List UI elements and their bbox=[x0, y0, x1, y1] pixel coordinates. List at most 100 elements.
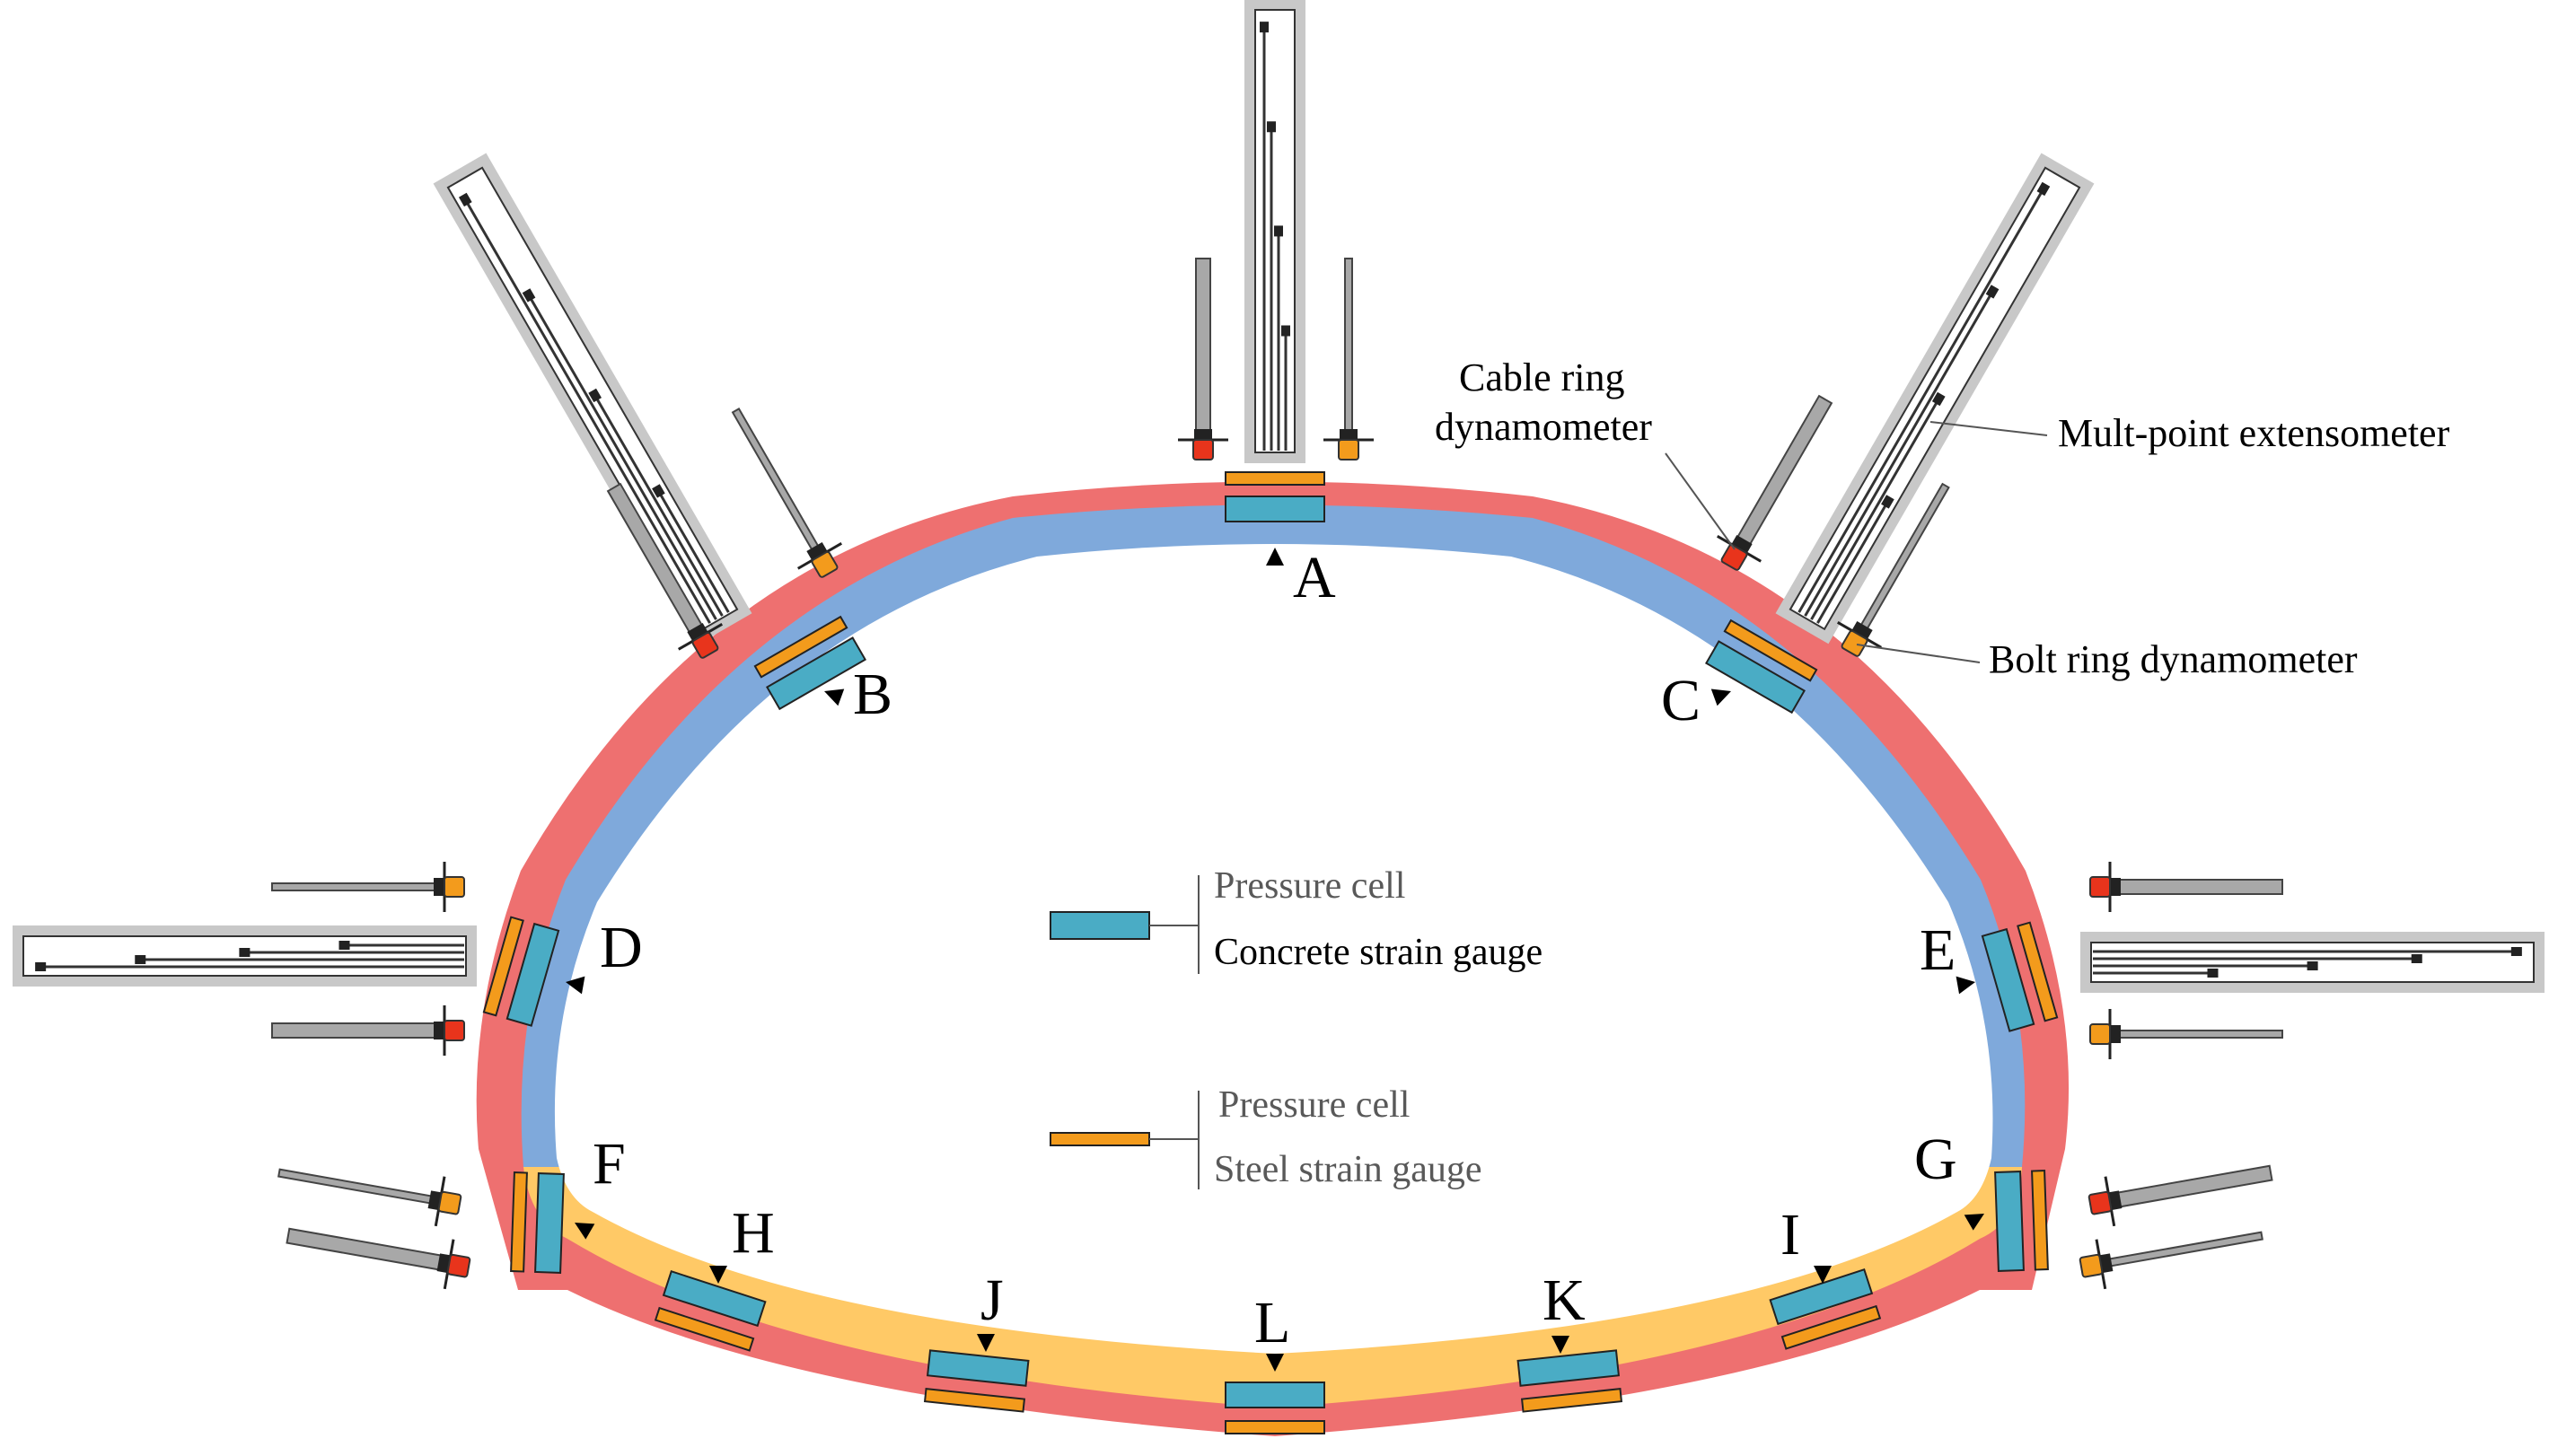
pointer-icon-l bbox=[1266, 1354, 1284, 1372]
cable-ring-dynamometer-icon bbox=[2089, 876, 2111, 898]
point-label-j: J bbox=[980, 1267, 1004, 1333]
extensometer-casing bbox=[1789, 166, 2081, 631]
concrete-strain-gauge-f bbox=[534, 1171, 565, 1274]
bolt-ring-dynamometer-nw-bolt bbox=[731, 408, 842, 578]
gauge-pair-d bbox=[482, 916, 560, 1027]
anchor-nut bbox=[2108, 1190, 2123, 1211]
point-label-f: F bbox=[593, 1131, 626, 1197]
bolt-ring-dynamometer-icon bbox=[811, 550, 839, 578]
multi-point-extensometer-west bbox=[13, 925, 477, 987]
legend: Pressure cell Concrete strain gauge Pres… bbox=[1050, 865, 1543, 1190]
point-label-a: A bbox=[1293, 545, 1336, 610]
extensometer-anchor bbox=[2411, 954, 2422, 963]
extensometer-anchor bbox=[1274, 225, 1283, 237]
point-label-e: E bbox=[1920, 917, 1956, 983]
extensometer-rod bbox=[464, 198, 711, 624]
pointer-icon-c bbox=[1710, 689, 1731, 706]
extensometer-anchor bbox=[1267, 121, 1276, 133]
bolt-ring-dynamometer-label: Bolt ring dynamometer bbox=[1989, 637, 2358, 681]
concrete-strain-gauge-g bbox=[1994, 1170, 2025, 1272]
extensometer-rod bbox=[1816, 501, 1889, 624]
steel-strain-gauge-a bbox=[1225, 471, 1325, 486]
bolt-ring-dynamometer-ne-bolt bbox=[1837, 482, 1950, 657]
concrete-strain-gauge-d bbox=[505, 922, 560, 1027]
extensometer-leader-line bbox=[1929, 421, 2048, 436]
extensometer-casing bbox=[2090, 942, 2535, 983]
extensometer-rod bbox=[1804, 291, 1994, 617]
gauge-pair-b bbox=[753, 615, 866, 711]
bolt-bar bbox=[1344, 258, 1353, 439]
gauge-pair-e bbox=[1981, 921, 2059, 1032]
steel-strain-gauge-j bbox=[923, 1388, 1026, 1413]
gauge-pair-a bbox=[1225, 471, 1325, 522]
steel-strain-gauge-d bbox=[482, 916, 524, 1017]
extensometer-anchor bbox=[588, 388, 602, 403]
cable-bar bbox=[286, 1227, 450, 1272]
cable-ring-dynamometer-icon bbox=[446, 1253, 471, 1278]
pointer-icon-d bbox=[566, 976, 585, 995]
bolt-bar bbox=[271, 882, 444, 891]
extensometer-anchor bbox=[652, 484, 665, 498]
tunnel-lining bbox=[476, 481, 2070, 1436]
anchor-nut bbox=[1731, 534, 1753, 554]
bolt-ring-dynamometer-west-bolt bbox=[271, 862, 465, 912]
steel-strain-gauge-b bbox=[753, 615, 848, 679]
multi-point-extensometer-right bbox=[1775, 153, 2095, 645]
concrete-strain-gauge-a bbox=[1225, 496, 1325, 522]
bolt-ring-dynamometer-icon bbox=[1338, 439, 1359, 460]
pointer-icon-i bbox=[1814, 1266, 1832, 1284]
concrete-strain-gauge-h bbox=[662, 1270, 767, 1328]
bolt-bar bbox=[277, 1168, 441, 1206]
extensometer-label: Mult-point extensometer bbox=[2058, 411, 2450, 455]
concrete-strain-gauge-i bbox=[1769, 1268, 1874, 1326]
anchor-nut bbox=[434, 878, 444, 896]
anchor-nut bbox=[427, 1190, 442, 1211]
anchor-nut bbox=[1194, 429, 1212, 440]
legend-concrete: Pressure cell Concrete strain gauge bbox=[1050, 865, 1543, 974]
cable-bar bbox=[1732, 394, 1833, 552]
cable-bar bbox=[271, 1022, 444, 1039]
anchor-nut bbox=[2099, 1253, 2114, 1274]
pointer-icon-g bbox=[1964, 1214, 1984, 1231]
extensometer-anchor bbox=[522, 288, 536, 303]
anchor-nut bbox=[1851, 620, 1873, 640]
bolt-ring-dynamometer-icon bbox=[1841, 629, 1868, 657]
steel-strain-gauge-g bbox=[2031, 1170, 2049, 1271]
cable-bar bbox=[2111, 879, 2283, 895]
pointer-icon-j bbox=[977, 1334, 995, 1352]
gauge-pair-j bbox=[923, 1349, 1030, 1413]
point-label-k: K bbox=[1543, 1267, 1586, 1333]
bolt-ring-dynamometer-sw-bolt bbox=[277, 1168, 462, 1227]
cable-ring-dynamometer-east-cable bbox=[2089, 862, 2283, 912]
pointer-icon-h bbox=[709, 1266, 727, 1284]
pointer-icon-e bbox=[1956, 976, 1975, 995]
extensometer-casing bbox=[22, 935, 467, 977]
extensometer-rod bbox=[1797, 188, 2045, 613]
bolt-ring-dynamometer-icon bbox=[444, 876, 465, 898]
legend-concrete-pressure-cell: Pressure cell bbox=[1214, 865, 1405, 907]
multi-point-extensometer-top bbox=[1244, 0, 1305, 463]
point-label-c: C bbox=[1661, 668, 1701, 733]
concrete-strain-gauge-l bbox=[1225, 1381, 1325, 1408]
instrument-layer bbox=[13, 0, 2545, 1290]
extensometer-anchor bbox=[2207, 969, 2219, 978]
tunnel-opening bbox=[554, 544, 1993, 1354]
steel-strain-gauge-h bbox=[654, 1306, 755, 1352]
extensometer-rod bbox=[657, 490, 730, 613]
pointer-layer bbox=[566, 548, 1984, 1372]
bolt-ring-dynamometer-icon bbox=[2089, 1023, 2111, 1045]
point-label-g: G bbox=[1914, 1127, 1957, 1192]
cable-ring-dynamometer-sw-cable bbox=[286, 1227, 471, 1290]
point-label-d: D bbox=[600, 915, 643, 980]
gauge-layer bbox=[482, 471, 2059, 1434]
anchor-nut bbox=[806, 541, 828, 561]
extensometer-anchor bbox=[2307, 961, 2318, 970]
pointer-icon-f bbox=[575, 1223, 595, 1240]
bolt-ring-dynamometer-se-bolt bbox=[2079, 1231, 2263, 1290]
legend-steel: Pressure cell Steel strain gauge bbox=[1050, 1084, 1482, 1190]
bolt-bar bbox=[2111, 1030, 2283, 1039]
extensometer-rod bbox=[1810, 398, 1940, 620]
point-label-l: L bbox=[1254, 1290, 1290, 1355]
gauge-pair-l bbox=[1225, 1381, 1325, 1434]
